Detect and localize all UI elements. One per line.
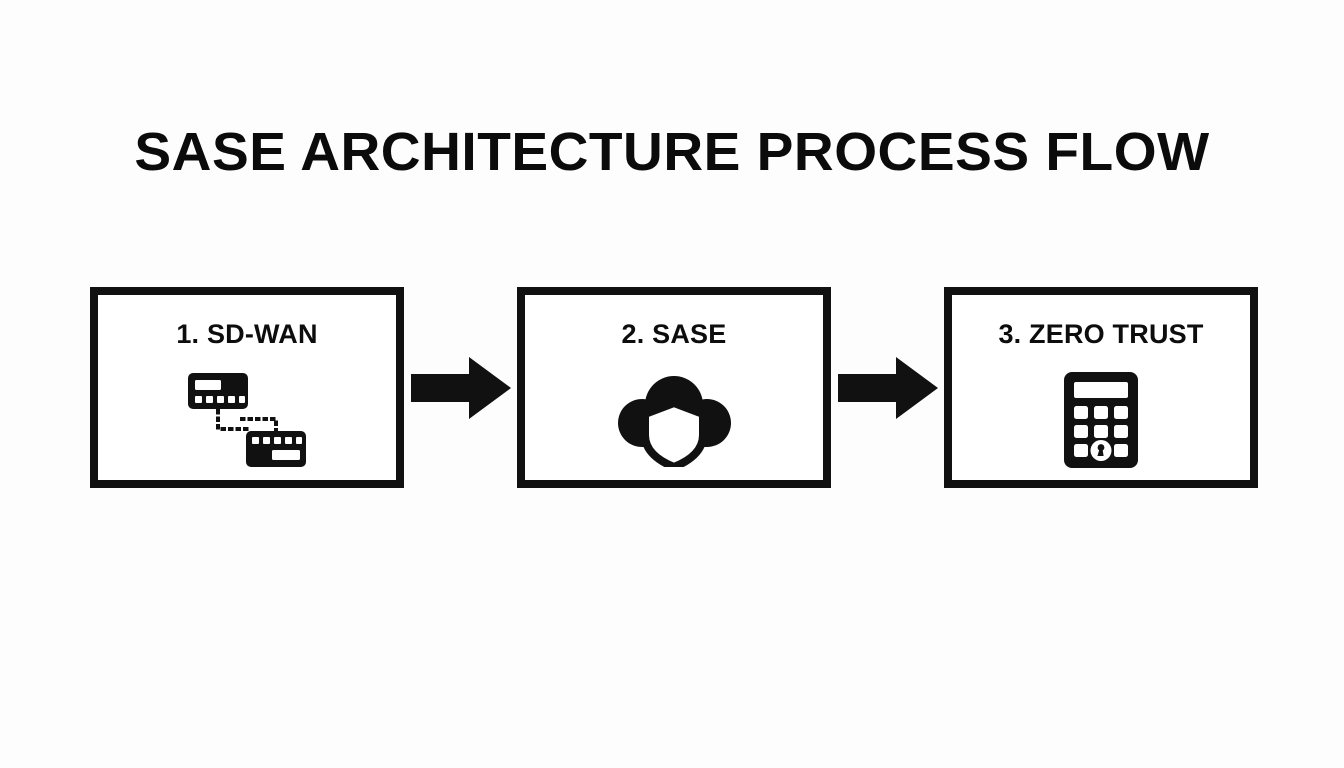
- arrow-right-icon-1: [410, 356, 511, 419]
- step-label-sd-wan: 1. SD-WAN: [176, 319, 318, 349]
- step-box-zero-trust[interactable]: 3. ZERO TRUST: [944, 287, 1258, 488]
- process-flow-row: 1. SD-WAN: [90, 287, 1258, 488]
- step-label-sase: 2. SASE: [621, 319, 727, 349]
- network-devices-icon: [98, 365, 396, 475]
- keypad-lock-icon: [952, 365, 1250, 475]
- page-title: SASE ARCHITECTURE PROCESS FLOW: [134, 122, 1210, 182]
- cloud-shield-icon: [525, 365, 823, 475]
- step-box-sase[interactable]: 2. SASE: [517, 287, 831, 488]
- arrow-right-icon-2: [837, 356, 938, 419]
- step-label-zero-trust: 3. ZERO TRUST: [998, 319, 1204, 349]
- step-box-sd-wan[interactable]: 1. SD-WAN: [90, 287, 404, 488]
